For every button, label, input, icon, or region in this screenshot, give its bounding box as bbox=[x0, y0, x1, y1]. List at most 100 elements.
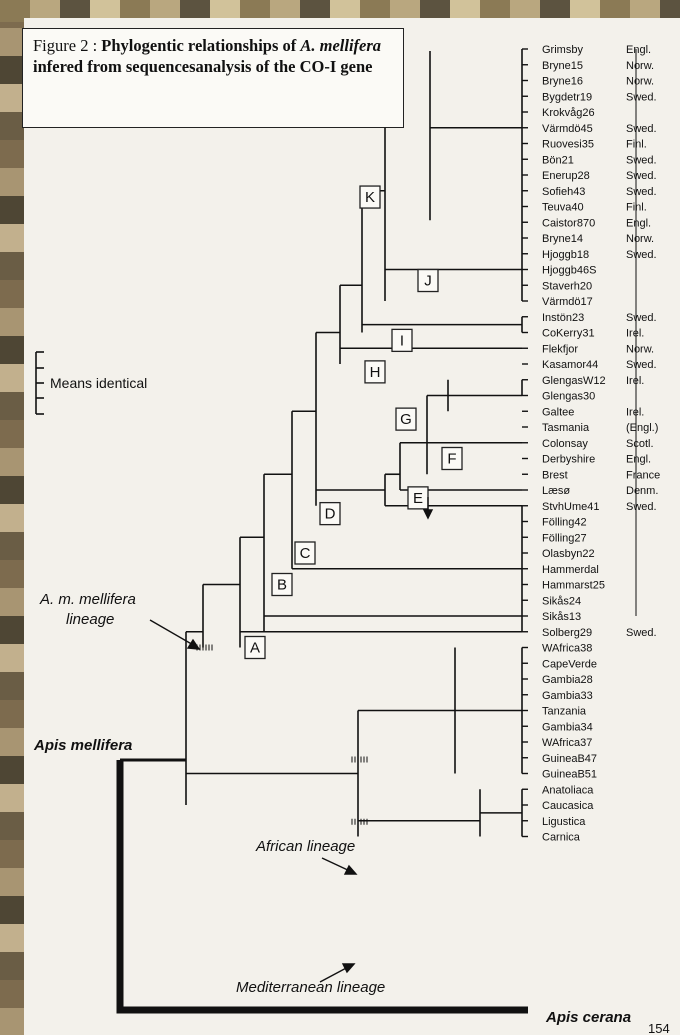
taxon-name: Bryne14 bbox=[542, 233, 583, 245]
taxon-country: Norw. bbox=[626, 233, 654, 245]
taxon-name: Ruovesi35 bbox=[542, 139, 594, 151]
taxon-name: Kasamor44 bbox=[542, 359, 598, 371]
taxon-country: Swed. bbox=[626, 312, 657, 324]
node-label: J bbox=[424, 273, 432, 290]
taxon-name: Värmdö17 bbox=[542, 296, 593, 308]
taxon-name: Sofieh43 bbox=[542, 186, 585, 198]
taxon-name: Värmdö45 bbox=[542, 123, 593, 135]
taxon-name: Tanzania bbox=[542, 706, 587, 718]
taxon-name: Grimsby bbox=[542, 44, 583, 56]
lineage-label-mellifera-line1: A. m. mellifera bbox=[39, 591, 136, 608]
lineage-label-mellifera: A. m. mellifera lineage bbox=[39, 591, 140, 628]
root-taxon-apis-cerana: Apis cerana bbox=[545, 1009, 631, 1026]
taxon-country: France bbox=[626, 469, 660, 481]
node-label: I bbox=[400, 332, 404, 349]
taxon-name: GuineaB51 bbox=[542, 769, 597, 781]
taxon-name: Krokvåg26 bbox=[542, 107, 595, 119]
taxon-country: Swed. bbox=[626, 123, 657, 135]
taxon-name: Olasbyn22 bbox=[542, 548, 595, 560]
taxon-country: Irel. bbox=[626, 328, 644, 340]
taxon-name: Bryne15 bbox=[542, 60, 583, 72]
taxon-name: Carnica bbox=[542, 832, 581, 844]
page-number: 154 bbox=[648, 1021, 670, 1035]
taxon-name: Instön23 bbox=[542, 312, 584, 324]
taxon-country: Swed. bbox=[626, 186, 657, 198]
taxon-country: Engl. bbox=[626, 454, 651, 466]
taxon-name: Derbyshire bbox=[542, 454, 595, 466]
taxon-name: WAfrica37 bbox=[542, 737, 592, 749]
taxon-name: Bryne16 bbox=[542, 76, 583, 88]
taxon-labels: GrimsbyEngl.Bryne15Norw.Bryne16Norw.Bygd… bbox=[542, 44, 660, 844]
node-label: G bbox=[400, 411, 412, 428]
taxon-country: (Engl.) bbox=[626, 422, 658, 434]
node-label: K bbox=[365, 189, 375, 206]
taxon-country: Finl. bbox=[626, 139, 647, 151]
taxon-country: Denm. bbox=[626, 485, 658, 497]
taxon-name: CapeVerde bbox=[542, 658, 597, 670]
taxon-name: Hammerdal bbox=[542, 564, 599, 576]
taxon-country: Irel. bbox=[626, 406, 644, 418]
taxon-name: Ligustica bbox=[542, 816, 586, 828]
taxon-name: Gambia33 bbox=[542, 690, 593, 702]
taxon-country: Swed. bbox=[626, 154, 657, 166]
taxon-name: Galtee bbox=[542, 406, 574, 418]
node-label: A bbox=[250, 640, 260, 657]
node-label: H bbox=[370, 364, 381, 381]
taxon-name: Tasmania bbox=[542, 422, 590, 434]
taxon-country: Swed. bbox=[626, 170, 657, 182]
taxon-name: Sikås24 bbox=[542, 595, 581, 607]
lineage-arrows bbox=[150, 497, 432, 982]
taxon-country: Swed. bbox=[626, 249, 657, 261]
lineage-label-mediterranean: Mediterranean lineage bbox=[236, 979, 385, 996]
taxon-country: Norw. bbox=[626, 343, 654, 355]
taxon-country: Swed. bbox=[626, 359, 657, 371]
taxon-country: Engl. bbox=[626, 44, 651, 56]
taxon-country: Irel. bbox=[626, 375, 644, 387]
taxon-name: Staverh20 bbox=[542, 280, 592, 292]
taxon-name: StvhUme41 bbox=[542, 501, 599, 513]
taxon-name: CoKerry31 bbox=[542, 328, 595, 340]
taxon-name: Flekfjor bbox=[542, 343, 578, 355]
lineage-label-mellifera-line2: lineage bbox=[66, 611, 114, 628]
root-taxon-apis-mellifera: Apis mellifera bbox=[33, 737, 132, 754]
taxon-name: Caucasica bbox=[542, 800, 594, 812]
taxon-name: Enerup28 bbox=[542, 170, 590, 182]
taxon-name: GlengasW12 bbox=[542, 375, 606, 387]
taxon-name: Bygdetr19 bbox=[542, 91, 592, 103]
taxon-country: Engl. bbox=[626, 217, 651, 229]
taxon-name: Teuva40 bbox=[542, 202, 584, 214]
taxon-country: Finl. bbox=[626, 202, 647, 214]
taxon-country: Swed. bbox=[626, 91, 657, 103]
taxon-name: Colonsay bbox=[542, 438, 588, 450]
taxon-name: GuineaB47 bbox=[542, 753, 597, 765]
taxon-name: Caistor870 bbox=[542, 217, 595, 229]
taxon-country: Scotl. bbox=[626, 438, 654, 450]
taxon-country: Norw. bbox=[626, 60, 654, 72]
node-label: D bbox=[325, 506, 336, 523]
taxon-country: Swed. bbox=[626, 501, 657, 513]
legend: Means identical bbox=[36, 352, 147, 414]
taxon-name: Brest bbox=[542, 469, 568, 481]
node-label: B bbox=[277, 577, 287, 594]
taxon-name: Glengas30 bbox=[542, 391, 595, 403]
taxon-name: Hjoggb46S bbox=[542, 265, 596, 277]
lineage-label-african: African lineage bbox=[255, 838, 355, 855]
taxon-name: Anatoliaca bbox=[542, 784, 594, 796]
taxon-name: Solberg29 bbox=[542, 627, 592, 639]
taxon-name: Hjoggb18 bbox=[542, 249, 589, 261]
node-label: E bbox=[413, 490, 423, 507]
node-label: F bbox=[447, 451, 456, 468]
taxon-country: Norw. bbox=[626, 76, 654, 88]
root-branch-apis bbox=[120, 760, 528, 1010]
taxon-name: WAfrica38 bbox=[542, 643, 592, 655]
taxon-name: Gambia28 bbox=[542, 674, 593, 686]
node-label: C bbox=[300, 545, 311, 562]
taxon-name: Fölling42 bbox=[542, 517, 587, 529]
node-labels: A BC D E F G H I J K bbox=[245, 186, 462, 658]
taxon-name: Læsø bbox=[542, 485, 570, 497]
taxon-name: Sikås13 bbox=[542, 611, 581, 623]
taxon-country: Swed. bbox=[626, 627, 657, 639]
legend-text: Means identical bbox=[50, 375, 147, 391]
